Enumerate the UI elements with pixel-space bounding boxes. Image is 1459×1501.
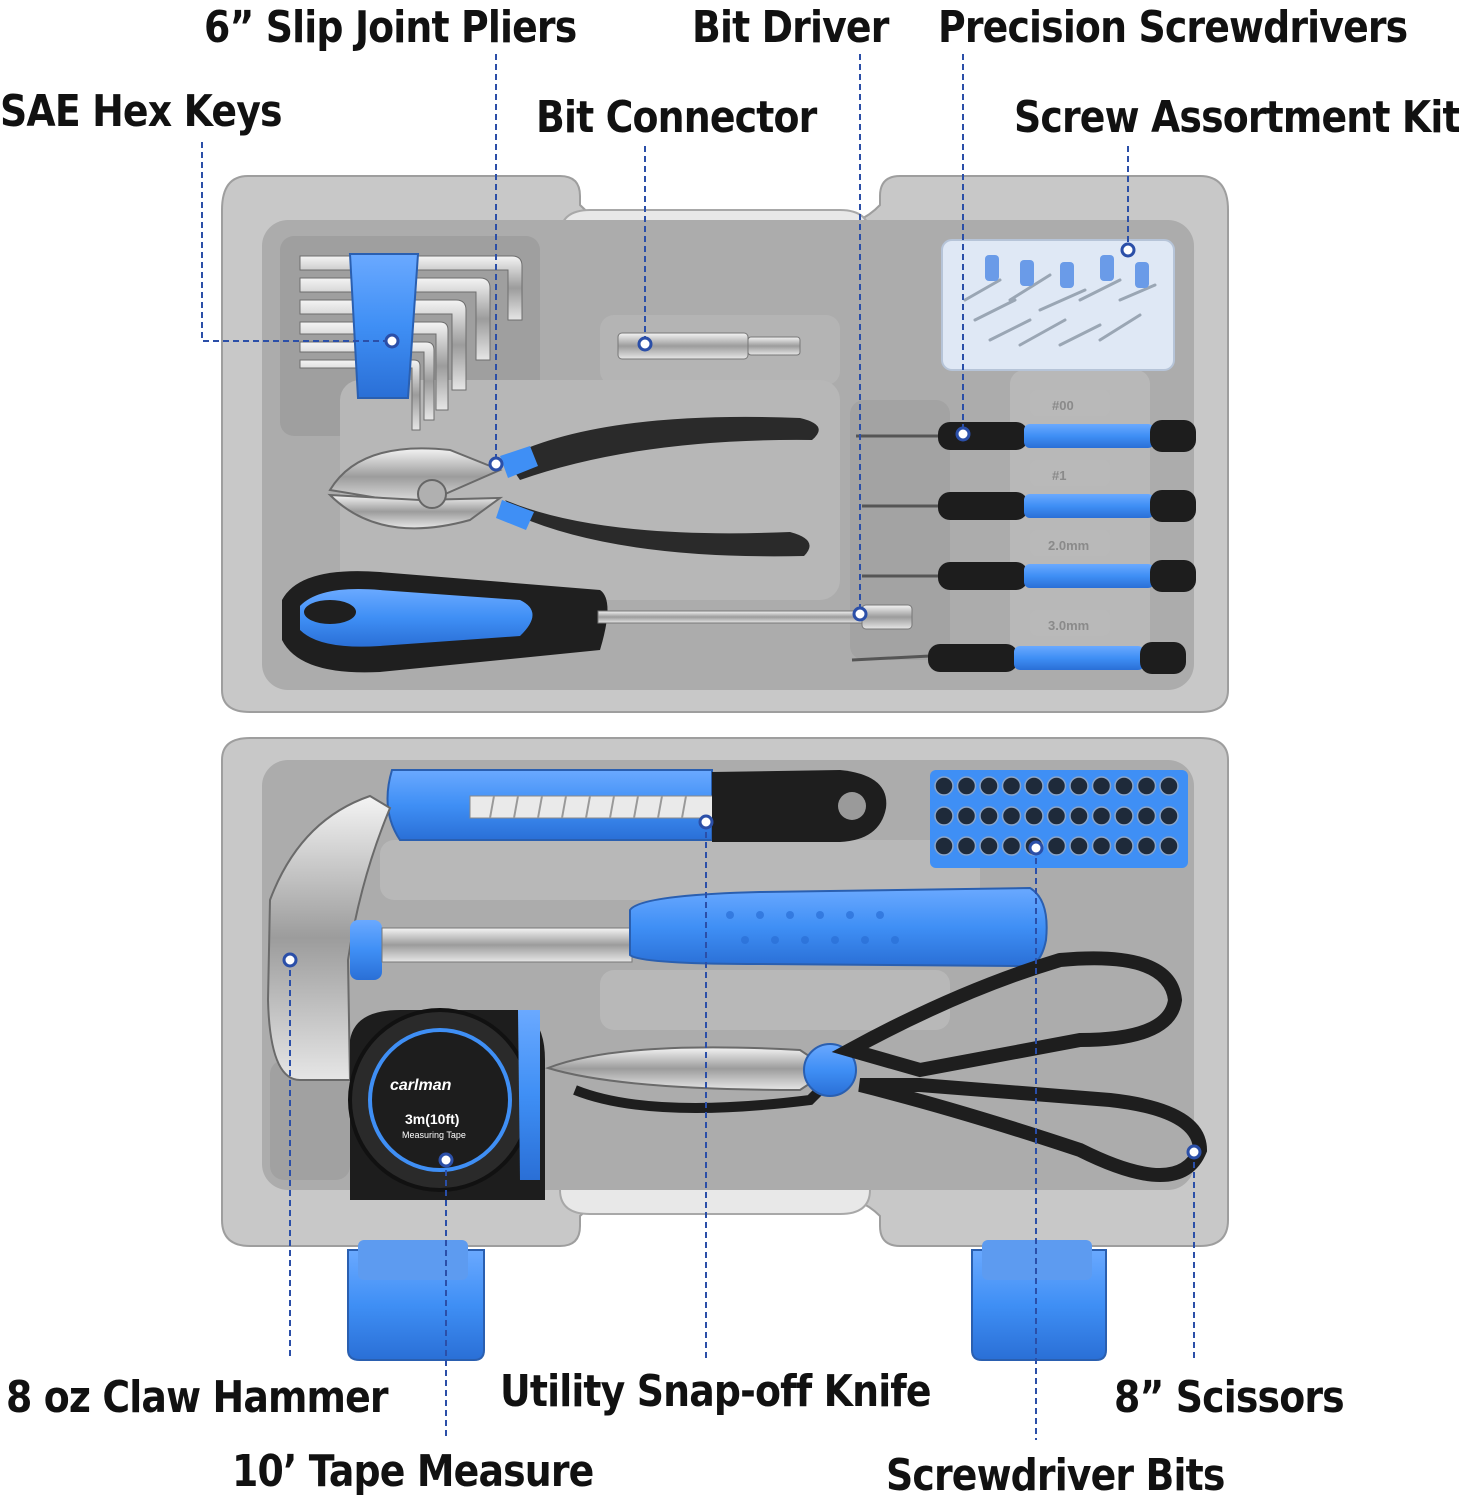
label-utility-knife: Utility Snap-off Knife <box>500 1366 932 1417</box>
label-tape-measure: 10’ Tape Measure <box>232 1446 594 1497</box>
claw-hammer <box>266 794 1048 1081</box>
tape-caption: Measuring Tape <box>402 1130 466 1140</box>
label-slip-joint-pliers: 6” Slip Joint Pliers <box>204 2 577 53</box>
label-screwdriver-bits: Screwdriver Bits <box>886 1450 1225 1501</box>
screwdriver-bits <box>930 770 1188 868</box>
tape-measure: carlman 3m(10ft) Measuring Tape <box>348 1008 545 1200</box>
leader-dots <box>282 242 1202 1168</box>
label-sae-hex-keys: SAE Hex Keys <box>0 86 283 137</box>
sae-hex-keys <box>299 253 523 431</box>
slot-label: #1 <box>1052 468 1066 483</box>
label-screw-assortment-kit: Screw Assortment Kit <box>1014 92 1459 143</box>
leader-lines <box>201 54 1195 1440</box>
bit-driver <box>282 571 913 673</box>
label-claw-hammer: 8 oz Claw Hammer <box>6 1372 389 1423</box>
scissors <box>544 951 1208 1182</box>
label-bit-driver: Bit Driver <box>692 2 889 53</box>
utility-snap-off-knife <box>386 769 887 842</box>
slip-joint-pliers <box>327 416 819 557</box>
tape-brand: carlman <box>390 1077 452 1094</box>
slot-label: #00 <box>1052 398 1074 413</box>
precision-screwdrivers: #00 #1 2.0mm 3.0mm <box>851 390 1196 674</box>
screw-assortment-box <box>941 239 1175 371</box>
label-bit-connector: Bit Connector <box>536 92 817 143</box>
tape-size: 3m(10ft) <box>405 1111 459 1127</box>
slot-label: 3.0mm <box>1048 618 1089 633</box>
slot-label: 2.0mm <box>1048 538 1089 553</box>
label-scissors: 8” Scissors <box>1114 1372 1345 1423</box>
label-precision-screwdrivers: Precision Screwdrivers <box>938 2 1408 53</box>
case-latches <box>347 1240 1107 1361</box>
